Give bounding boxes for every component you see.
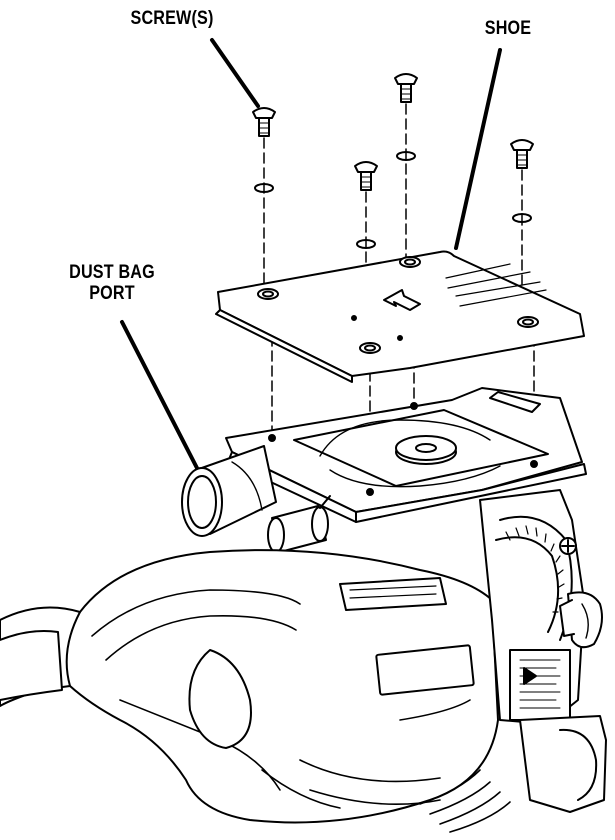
- direction-arrow-icon: [383, 289, 421, 311]
- screws-label-text: SCREW(S): [130, 8, 214, 29]
- dust-bag-port-label-line1: DUST BAG: [69, 262, 155, 283]
- dust-bag-port-leader-line: [120, 320, 200, 472]
- bevel-indicator-icon: [523, 667, 537, 685]
- saw-base: [225, 387, 587, 523]
- screws-label: SCREW(S): [121, 8, 223, 29]
- shoe-label-text: SHOE: [484, 18, 532, 39]
- dust-bag-port-icon: [181, 445, 277, 537]
- shoe-leader-line: [454, 48, 502, 250]
- front-foot: [519, 715, 607, 813]
- screw-1-icon: [252, 107, 276, 137]
- screw-2-icon: [394, 73, 418, 103]
- depth-knob-icon: [267, 495, 331, 553]
- shoe-label: SHOE: [474, 18, 542, 39]
- shoe-plate: [215, 250, 585, 383]
- dust-bag-port-label-line2: PORT: [89, 283, 135, 304]
- screws-leader-line: [210, 38, 260, 108]
- dust-bag-port-label: DUST BAG PORT: [53, 262, 172, 304]
- motor-vents: [419, 769, 511, 833]
- bevel-lock-knob-icon: [559, 591, 603, 649]
- screw-3-icon: [354, 161, 378, 191]
- screw-4-icon: [510, 139, 534, 169]
- saw-handle-housing: [0, 549, 499, 824]
